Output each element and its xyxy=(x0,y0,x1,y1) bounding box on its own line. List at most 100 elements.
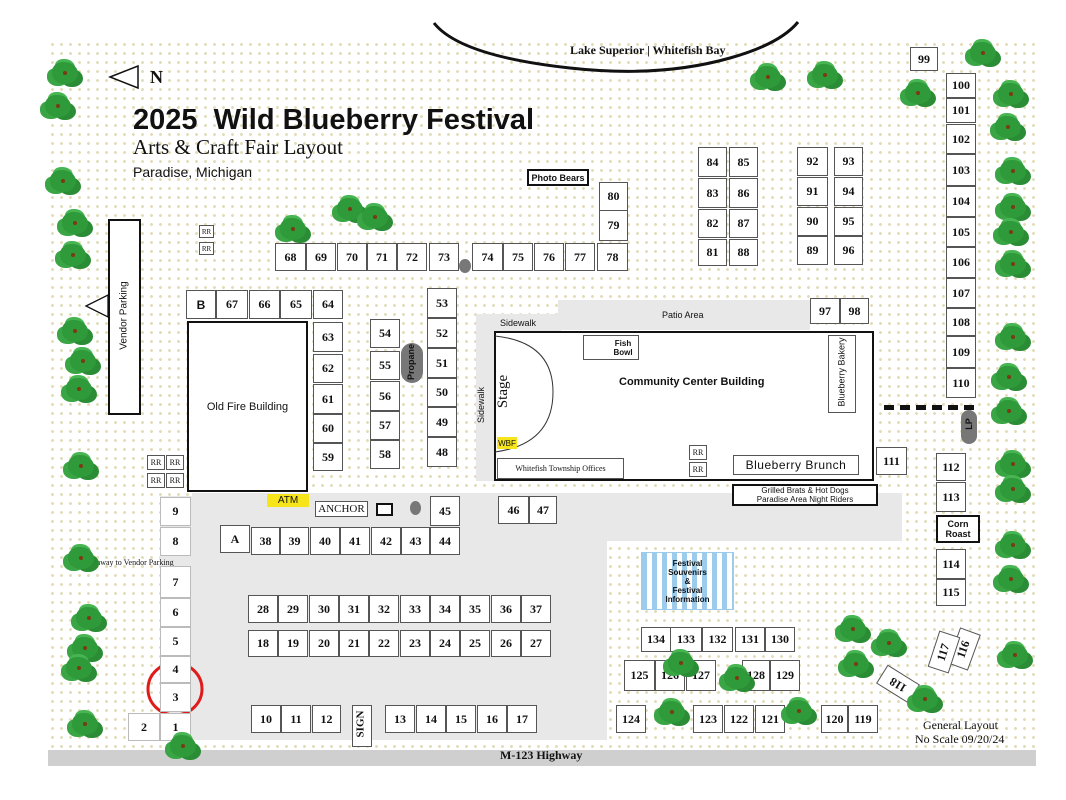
booth-number: 130 xyxy=(771,632,789,646)
booth-11: 11 xyxy=(281,705,311,733)
propane-label: Propane xyxy=(406,343,417,381)
booth-number: 113 xyxy=(942,489,960,504)
booth-72: 72 xyxy=(397,243,427,271)
tree-icon xyxy=(998,221,1024,243)
booth-number: 41 xyxy=(349,533,361,548)
restroom: RR xyxy=(166,455,184,470)
booth-number: 111 xyxy=(883,453,900,468)
booth-number: 22 xyxy=(378,636,390,650)
booth-127: 127 xyxy=(686,660,716,691)
tree-icon xyxy=(876,632,902,654)
booth-95: 95 xyxy=(834,207,863,236)
booth-31: 31 xyxy=(339,595,369,623)
booth-number: 56 xyxy=(379,388,391,403)
tree-icon xyxy=(76,607,102,629)
booth-number: 8 xyxy=(172,534,179,548)
booth-79: 79 xyxy=(599,210,628,241)
booth-number: 21 xyxy=(348,636,360,650)
booth-number: 13 xyxy=(394,711,406,726)
booth-number: 52 xyxy=(436,325,448,340)
booth-number: 49 xyxy=(436,414,448,429)
booth-b: B xyxy=(186,290,216,319)
booth-number: 15 xyxy=(455,711,467,726)
booth-59: 59 xyxy=(313,443,343,471)
booth-number: 79 xyxy=(607,218,620,232)
booth-129: 129 xyxy=(770,660,800,691)
booth-109: 109 xyxy=(946,336,976,368)
booth-3: 3 xyxy=(160,683,191,712)
restroom: RR xyxy=(199,242,214,255)
booth-number: 62 xyxy=(322,361,334,375)
restroom: RR xyxy=(147,455,165,470)
booth-number: 71 xyxy=(376,249,388,264)
tree-icon xyxy=(840,618,866,640)
booth-number: 24 xyxy=(439,636,451,650)
booth-number: 67 xyxy=(226,297,238,311)
booth-number: 44 xyxy=(439,533,451,548)
patio-area xyxy=(558,300,810,330)
booth-105: 105 xyxy=(946,217,976,247)
booth-60: 60 xyxy=(313,414,343,443)
booth-2: 2 xyxy=(128,713,160,741)
booth-130: 130 xyxy=(765,627,795,652)
tree-icon xyxy=(72,637,98,659)
booth-number: 104 xyxy=(952,194,970,208)
booth-93: 93 xyxy=(834,147,863,176)
photo-bears: Photo Bears xyxy=(527,169,589,186)
booth-43: 43 xyxy=(401,527,430,555)
booth-47: 47 xyxy=(529,496,557,524)
booth-101: 101 xyxy=(946,98,976,123)
booth-20: 20 xyxy=(309,630,339,657)
blueberry-bakery xyxy=(828,335,856,413)
tree-icon xyxy=(70,350,96,372)
booth-number: 61 xyxy=(322,391,334,406)
tree-icon xyxy=(1000,453,1026,475)
booth-84: 84 xyxy=(698,147,727,177)
tree-icon xyxy=(1000,196,1026,218)
booth-49: 49 xyxy=(427,407,457,437)
booth-number: 99 xyxy=(918,51,930,66)
booth-number: 43 xyxy=(409,533,422,548)
booth-25: 25 xyxy=(460,630,490,657)
blueberry-brunch: Blueberry Brunch xyxy=(733,455,859,475)
tree-icon xyxy=(755,66,781,88)
tree-icon xyxy=(1000,253,1026,275)
booth-number: 80 xyxy=(607,189,620,203)
tree-icon xyxy=(50,170,76,192)
booth-12: 12 xyxy=(312,705,341,733)
booth-82: 82 xyxy=(698,209,727,238)
booth-28: 28 xyxy=(248,595,278,623)
booth-number: 6 xyxy=(172,605,179,619)
booth-86: 86 xyxy=(729,178,758,208)
booth-132: 132 xyxy=(702,627,733,652)
booth-number: 51 xyxy=(436,355,448,370)
booth-33: 33 xyxy=(400,595,430,623)
booth-112: 112 xyxy=(936,453,966,481)
booth-number: 16 xyxy=(486,711,498,726)
booth-63: 63 xyxy=(313,322,343,352)
booth-107: 107 xyxy=(946,278,976,308)
vendor-parking-label: Vendor Parking xyxy=(118,281,130,350)
booth-number: 74 xyxy=(481,249,494,264)
booth-number: 112 xyxy=(942,459,960,474)
booth-number: 48 xyxy=(436,444,448,459)
tree-icon xyxy=(1000,326,1026,348)
booth-number: 83 xyxy=(706,185,719,200)
booth-104: 104 xyxy=(946,186,976,217)
booth-number: 73 xyxy=(438,249,450,264)
booth-94: 94 xyxy=(834,177,863,206)
booth-114: 114 xyxy=(936,549,966,579)
booth-106: 106 xyxy=(946,247,976,278)
booth-34: 34 xyxy=(430,595,460,623)
booth-121: 121 xyxy=(755,705,785,733)
booth-number: 105 xyxy=(952,224,970,239)
booth-90: 90 xyxy=(797,207,828,236)
booth-number: 107 xyxy=(952,285,970,300)
atm: ATM xyxy=(267,494,309,507)
booth-number: 12 xyxy=(320,711,333,726)
booth-number: 124 xyxy=(622,711,640,726)
booth-48: 48 xyxy=(427,437,457,467)
lp-tank xyxy=(961,410,977,444)
sidewalk-top xyxy=(476,314,561,331)
tree-icon xyxy=(170,735,196,757)
